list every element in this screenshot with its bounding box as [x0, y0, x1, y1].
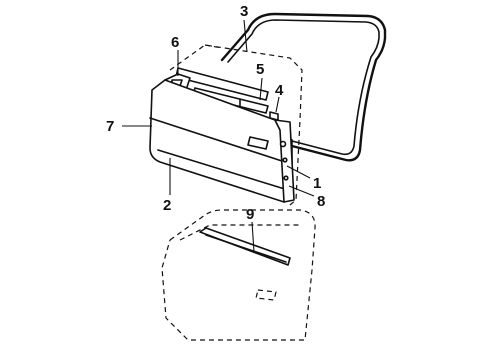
door-weatherstrip-inner	[227, 19, 380, 156]
front-door-body-line	[149, 117, 286, 163]
callout-7: 7	[106, 118, 114, 135]
front-door-frame-outline	[169, 44, 303, 206]
leader-9	[251, 221, 255, 253]
molding-clip	[269, 111, 279, 121]
callout-9: 9	[246, 206, 254, 223]
leader-1	[286, 165, 311, 179]
leader-8	[288, 185, 315, 197]
callout-1: 1	[313, 175, 321, 192]
callout-5: 5	[256, 61, 264, 78]
callout-8: 8	[317, 193, 325, 210]
door-weatherstrip	[220, 12, 387, 162]
callout-2: 2	[163, 197, 171, 214]
leader-5	[259, 77, 263, 101]
rear-door-outline	[161, 209, 316, 341]
leader-4	[275, 96, 280, 113]
edge-hole-upper	[279, 140, 287, 148]
leader-3	[243, 19, 248, 53]
edge-hole-middle	[282, 157, 288, 163]
rear-belt-molding-inner	[205, 234, 287, 263]
front-door-lower-line	[157, 149, 289, 191]
callout-6: 6	[171, 34, 179, 51]
rear-door-handle-pocket	[255, 289, 277, 301]
edge-hole-lower	[283, 175, 289, 181]
callout-3: 3	[240, 3, 248, 20]
callout-4: 4	[275, 82, 284, 99]
rear-door-inner-line	[179, 224, 300, 241]
front-door-frame-inner-outline	[204, 44, 223, 49]
door-handle-pocket	[247, 136, 269, 150]
